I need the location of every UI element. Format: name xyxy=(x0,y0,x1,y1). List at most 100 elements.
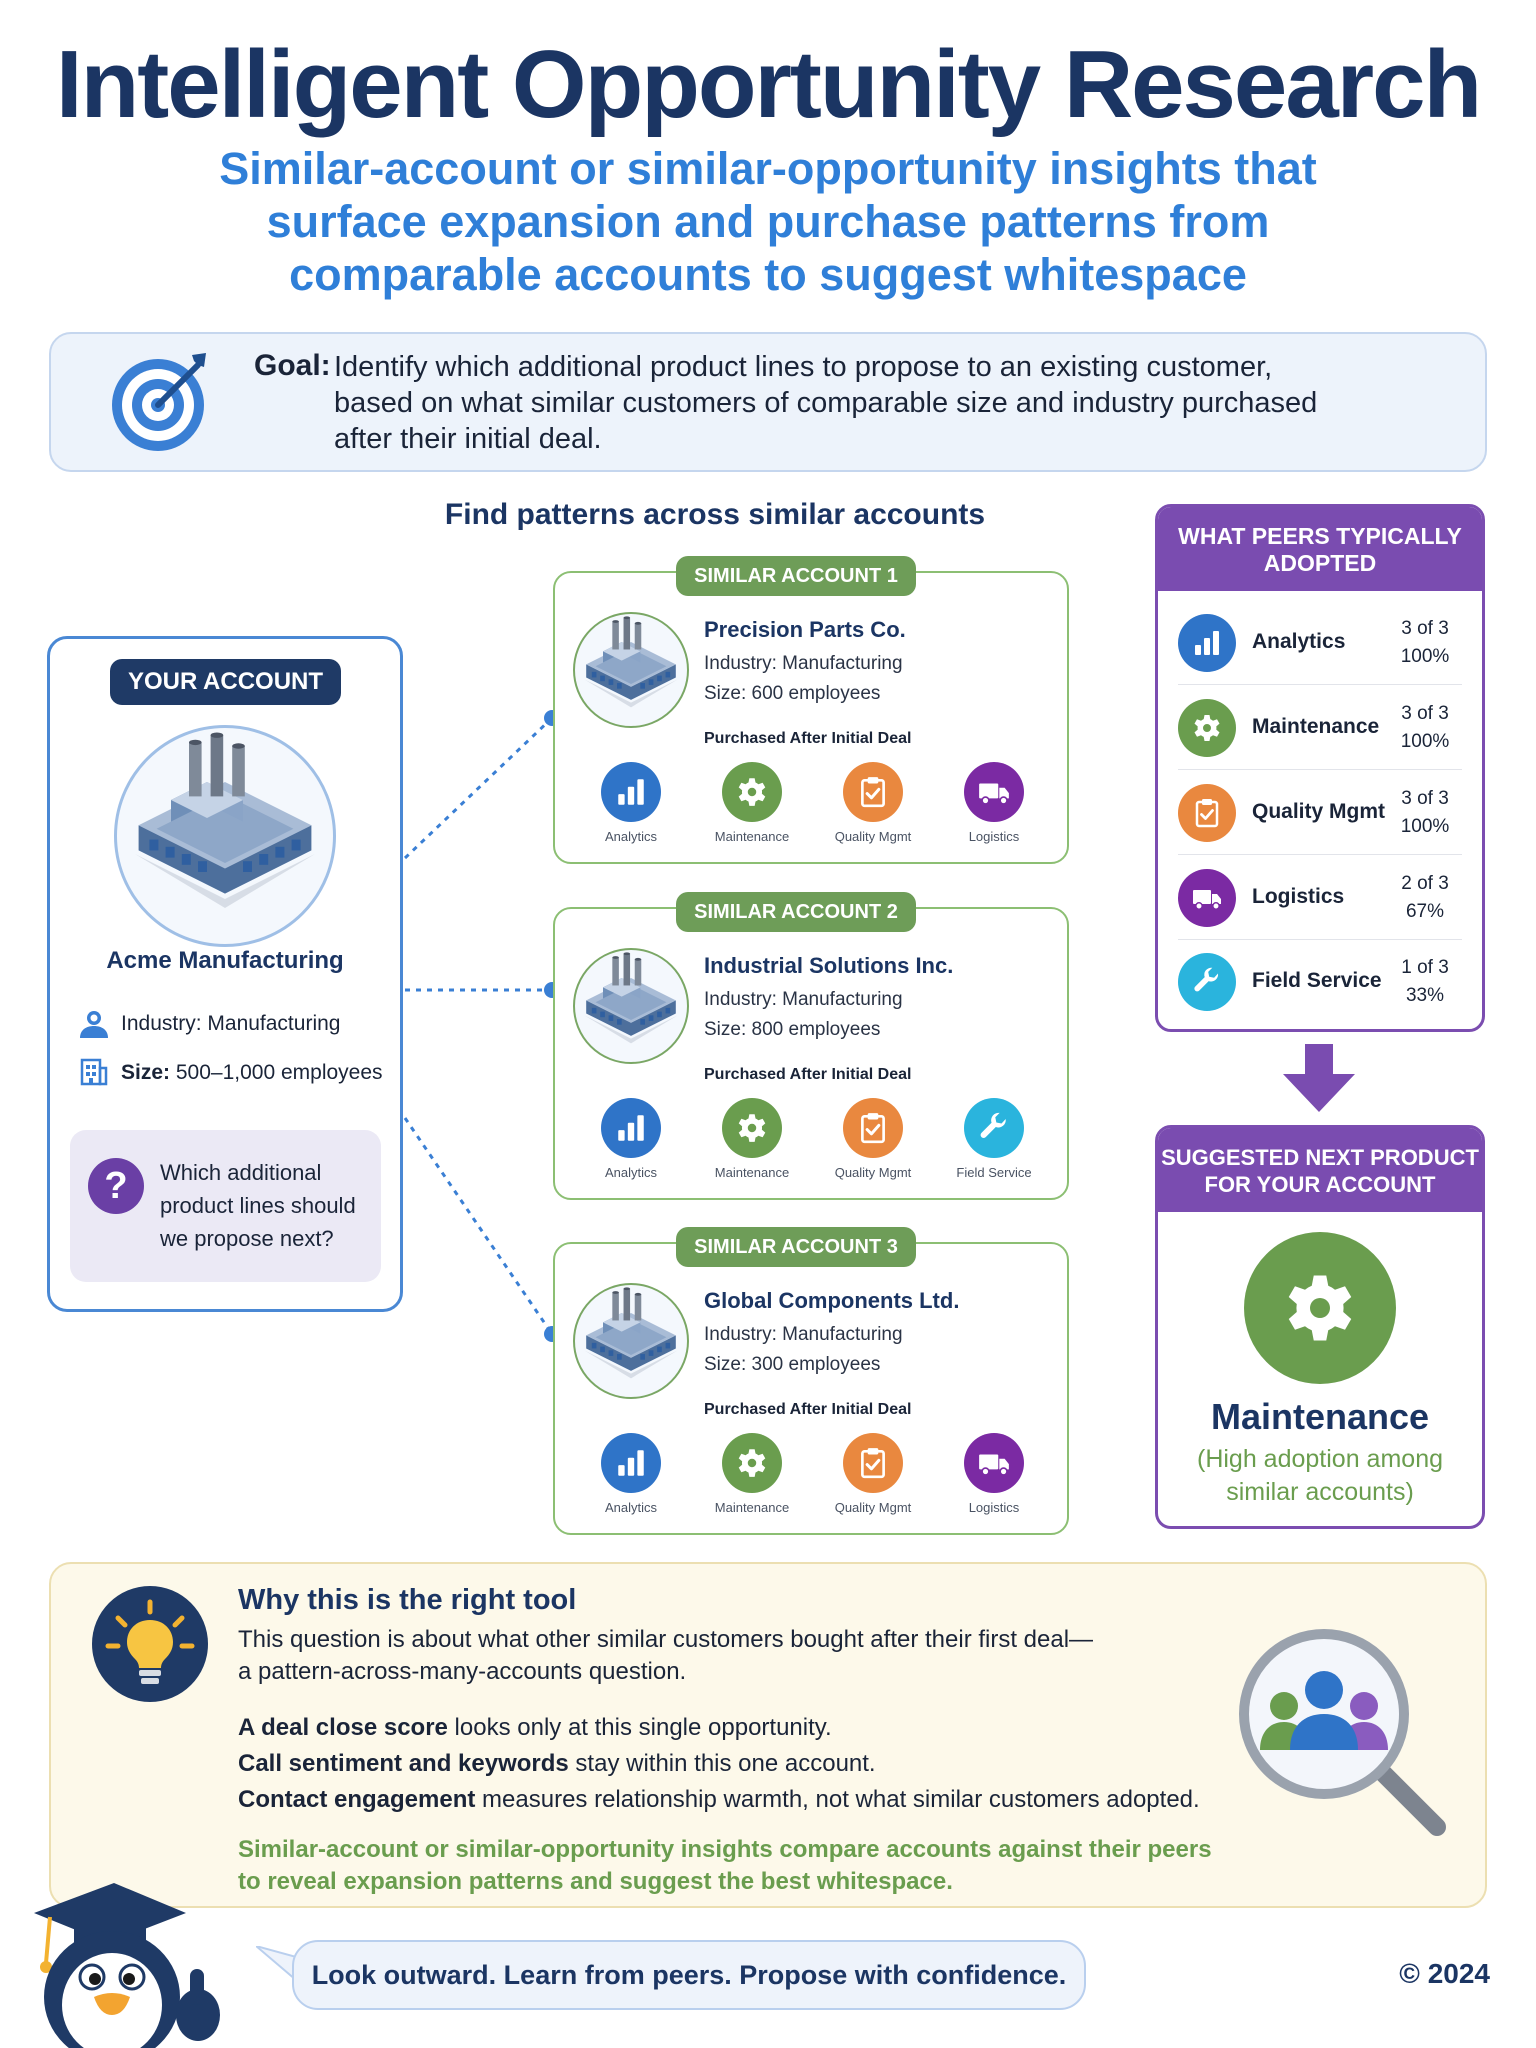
similar-account-size: Size: 300 employees xyxy=(704,1354,881,1375)
analytics-icon xyxy=(1178,614,1236,672)
divider xyxy=(1178,854,1462,855)
industry-value: Manufacturing xyxy=(207,1012,341,1035)
goal-text: Identify which additional product lines … xyxy=(334,351,1318,455)
similar-account-name: Precision Parts Co. xyxy=(704,617,906,642)
purchased-label: Purchased After Initial Deal xyxy=(704,1401,912,1418)
factory-icon xyxy=(573,1283,689,1399)
similar-account-name: Global Components Ltd. xyxy=(704,1288,960,1313)
divider xyxy=(1178,769,1462,770)
peers-header: WHAT PEERS TYPICALLY ADOPTED xyxy=(1158,507,1482,591)
product-logistics: Logistics xyxy=(939,762,1049,844)
peer-item-name: Analytics xyxy=(1252,630,1346,653)
goal-box xyxy=(49,332,1487,472)
product-quality-mgmt: Quality Mgmt xyxy=(818,762,928,844)
product-analytics: Analytics xyxy=(576,1433,686,1515)
down-arrow-icon xyxy=(1283,1044,1355,1112)
suggested-product: Maintenance xyxy=(1210,1396,1430,1437)
peer-item-name: Quality Mgmt xyxy=(1252,800,1386,823)
magnifier-people-icon xyxy=(1239,1629,1446,1836)
factory-icon xyxy=(573,948,689,1064)
clipboard-check-icon xyxy=(1178,784,1236,842)
analytics-icon xyxy=(601,762,661,822)
suggestion-header: SUGGESTED NEXT PRODUCT FOR YOUR ACCOUNT xyxy=(1158,1128,1482,1212)
similar-account-name: Industrial Solutions Inc. xyxy=(704,953,954,978)
truck-icon xyxy=(964,762,1024,822)
wrench-icon xyxy=(1178,953,1236,1011)
purchased-label: Purchased After Initial Deal xyxy=(704,1066,912,1083)
product-field-service: Field Service xyxy=(939,1098,1049,1180)
your-account-industry: Industry: Manufacturing xyxy=(121,1012,340,1036)
person-icon xyxy=(80,1011,108,1038)
product-logistics: Logistics xyxy=(939,1433,1049,1515)
product-analytics: Analytics xyxy=(576,1098,686,1180)
building-icon xyxy=(80,1058,108,1086)
your-account-name: Acme Manufacturing xyxy=(106,947,344,974)
analytics-icon xyxy=(601,1098,661,1158)
clipboard-check-icon xyxy=(843,762,903,822)
page-title: Intelligent Opportunity Research xyxy=(55,31,1482,138)
purchased-label: Purchased After Initial Deal xyxy=(704,730,912,747)
size-label: Size: xyxy=(121,1061,171,1084)
motto-text: Look outward. Learn from peers. Propose … xyxy=(311,1960,1067,1990)
clipboard-check-icon xyxy=(843,1433,903,1493)
lightbulb-icon xyxy=(92,1586,208,1702)
factory-icon xyxy=(573,612,689,728)
divider xyxy=(1178,939,1462,940)
similar-account-badge: SIMILAR ACCOUNT 3 xyxy=(676,1227,916,1267)
similar-account-industry: Industry: Manufacturing xyxy=(704,1324,903,1345)
page-subtitle: Similar-account or similar-opportunity i… xyxy=(219,143,1317,300)
truck-icon xyxy=(964,1433,1024,1493)
similar-account-size: Size: 800 employees xyxy=(704,1019,881,1040)
size-value: 500–1,000 employees xyxy=(175,1061,383,1084)
peer-item-name: Logistics xyxy=(1252,885,1345,908)
your-account-badge: YOUR ACCOUNT xyxy=(110,659,341,705)
gear-icon xyxy=(722,762,782,822)
why-bullet: A deal close score looks only at this si… xyxy=(238,1714,832,1741)
gear-icon xyxy=(1244,1232,1396,1384)
product-quality-mgmt: Quality Mgmt xyxy=(818,1433,928,1515)
target-icon xyxy=(112,353,206,451)
divider xyxy=(1178,684,1462,685)
product-maintenance: Maintenance xyxy=(697,1098,807,1180)
motto-bubble xyxy=(292,1940,1086,2010)
why-title: Why this is the right tool xyxy=(238,1584,577,1616)
peer-item-name: Field Service xyxy=(1252,969,1382,992)
why-conclusion: Similar-account or similar-opportunity i… xyxy=(238,1836,1212,1863)
why-bullet: Call sentiment and keywords stay within … xyxy=(238,1750,876,1777)
wrench-icon xyxy=(964,1098,1024,1158)
question-text: Which additional product lines should we… xyxy=(160,1160,356,1251)
peers-panel xyxy=(1155,504,1485,1032)
product-maintenance: Maintenance xyxy=(697,762,807,844)
product-analytics: Analytics xyxy=(576,762,686,844)
copyright: © 2024 xyxy=(1399,1958,1490,1989)
patterns-heading: Find patterns across similar accounts xyxy=(444,498,986,531)
goal-label: Goal: xyxy=(254,349,331,382)
factory-icon xyxy=(114,725,336,947)
why-bullet: Contact engagement measures relationship… xyxy=(238,1786,1200,1813)
penguin-mascot-icon xyxy=(34,1883,220,2048)
gear-icon xyxy=(722,1098,782,1158)
why-conclusion: to reveal expansion patterns and suggest… xyxy=(238,1868,953,1895)
product-maintenance: Maintenance xyxy=(697,1433,807,1515)
similar-account-badge: SIMILAR ACCOUNT 2 xyxy=(676,892,916,932)
product-quality-mgmt: Quality Mgmt xyxy=(818,1098,928,1180)
similar-account-industry: Industry: Manufacturing xyxy=(704,989,903,1010)
clipboard-check-icon xyxy=(843,1098,903,1158)
why-line: This question is about what other simila… xyxy=(238,1626,1094,1653)
why-line: a pattern-across-many-accounts question. xyxy=(238,1658,687,1685)
your-account-size: Size: 500–1,000 employees xyxy=(121,1061,383,1085)
peer-item-name: Maintenance xyxy=(1252,715,1380,738)
suggestion-note: (High adoption among similar accounts) xyxy=(1197,1445,1443,1506)
similar-account-badge: SIMILAR ACCOUNT 1 xyxy=(676,556,916,596)
similar-account-size: Size: 600 employees xyxy=(704,683,881,704)
truck-icon xyxy=(1178,869,1236,927)
industry-label: Industry: xyxy=(121,1012,202,1035)
question-icon: ? xyxy=(88,1158,144,1214)
gear-icon xyxy=(722,1433,782,1493)
similar-account-industry: Industry: Manufacturing xyxy=(704,653,903,674)
